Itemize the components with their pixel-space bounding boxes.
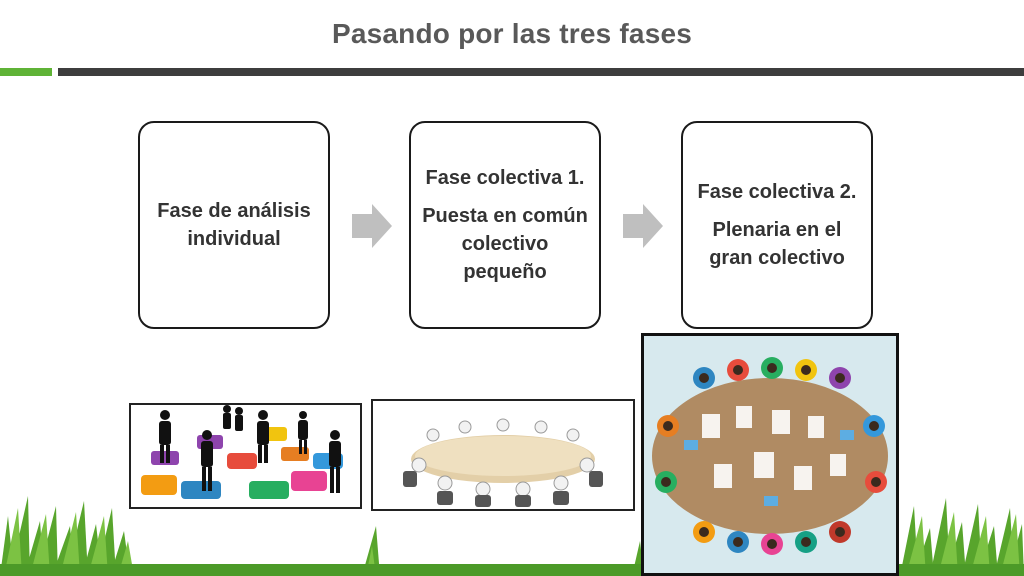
arrow-right-icon (352, 204, 392, 248)
phase-box-collective-2: Fase colectiva 2. Plenaria en el gran co… (681, 121, 873, 329)
plenary-meeting-image (641, 333, 899, 576)
slide-title: Pasando por las tres fases (331, 18, 693, 49)
phase-1-title: Fase de análisis individual (157, 200, 311, 250)
phase-3-title: Fase colectiva 2. (697, 181, 857, 203)
header-divider-bar (58, 68, 1024, 76)
phase-2-title: Fase colectiva 1. (425, 167, 585, 189)
header-accent-bar (0, 68, 52, 76)
phase-box-collective-1: Fase colectiva 1. Puesta en común colect… (409, 121, 601, 329)
phase-3-description: Plenaria en el gran colectivo (709, 219, 845, 269)
phase-box-individual: Fase de análisis individual (138, 121, 330, 329)
individual-analysis-image (129, 403, 362, 509)
small-group-meeting-image (371, 399, 635, 511)
phase-2-description: Puesta en común colectivo pequeño (422, 205, 588, 283)
arrow-right-icon (623, 204, 663, 248)
